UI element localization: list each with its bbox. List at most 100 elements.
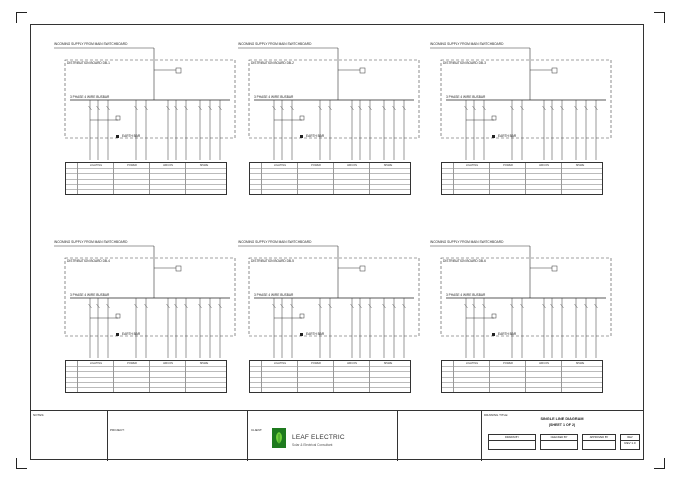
breaker-symbol	[198, 303, 202, 309]
table-row	[66, 174, 226, 180]
breaker-symbol	[368, 303, 372, 309]
feeder-header: SPARE	[383, 362, 393, 365]
breaker-symbol	[584, 303, 588, 309]
busbar-label: 3 PHASE 4 WIRE BUSBAR	[70, 293, 110, 297]
breaker-symbol	[280, 105, 284, 111]
board-name: DISTRIBUTION BOARD DB-5	[251, 259, 294, 263]
breaker-symbol	[198, 105, 202, 111]
breaker-symbol	[358, 303, 362, 309]
breaker-symbol	[166, 303, 170, 309]
company-subtitle: Solar & Electrical Consultant	[292, 443, 333, 447]
busbar-label: 3 PHASE 4 WIRE BUSBAR	[254, 95, 294, 99]
table-row	[250, 372, 410, 378]
feeder-header: LIGHTING	[89, 362, 103, 365]
breaker-symbol	[218, 303, 222, 309]
feeder-header: AIRCON	[538, 362, 550, 365]
table-row	[442, 361, 602, 367]
feeder-header: AIRCON	[162, 362, 174, 365]
meter-symbol	[175, 265, 182, 272]
breaker-symbol	[472, 303, 476, 309]
breaker-symbol	[218, 105, 222, 111]
breaker-symbol	[510, 105, 514, 111]
drawing-title: SINGLE LINE DIAGRAM	[540, 417, 584, 421]
feeder-header: POWER	[311, 362, 321, 365]
breaker-symbol	[382, 105, 386, 111]
breaker-symbol	[482, 105, 486, 111]
breaker-symbol	[318, 303, 322, 309]
incoming-label: INCOMING SUPPLY FROM MAIN SWITCHBOARD	[430, 42, 504, 46]
rev-label: REV	[621, 435, 639, 441]
table-row	[250, 163, 410, 169]
earth-terminal	[116, 135, 119, 138]
single-line-diagram	[238, 245, 420, 358]
table-row	[66, 184, 226, 191]
breaker-symbol	[328, 105, 332, 111]
earth-label: EARTH BAR	[498, 332, 517, 336]
breaker-symbol	[88, 105, 92, 111]
meter-symbol	[359, 67, 366, 74]
checked-by-label: CHECKED BY	[541, 435, 577, 441]
board-enclosure	[440, 59, 612, 139]
breaker-symbol	[382, 303, 386, 309]
breaker-symbol	[96, 303, 100, 309]
table-row	[250, 361, 410, 367]
feeder-header: SPARE	[199, 362, 209, 365]
rev-box: REV REV 1.0	[620, 434, 640, 450]
feeder-header: LIGHTING	[465, 362, 479, 365]
breaker-symbol	[96, 105, 100, 111]
earth-label: EARTH BAR	[498, 134, 517, 138]
feeder-header: SPARE	[575, 362, 585, 365]
earth-terminal	[300, 333, 303, 336]
breaker-symbol	[272, 303, 276, 309]
table-row	[66, 168, 226, 175]
notes-cell	[30, 411, 108, 461]
table-column	[442, 361, 454, 392]
breaker-symbol	[208, 105, 212, 111]
board-enclosure	[248, 257, 420, 337]
breaker-symbol	[392, 105, 396, 111]
feeder-header: POWER	[503, 362, 513, 365]
single-line-diagram	[54, 245, 236, 358]
board-enclosure	[440, 257, 612, 337]
board-name: DISTRIBUTION BOARD DB-1	[67, 61, 110, 65]
feeder-header: SPARE	[575, 164, 585, 167]
table-column	[114, 163, 150, 194]
feeder-header: POWER	[503, 164, 513, 167]
breaker-symbol	[134, 105, 138, 111]
earth-label: EARTH BAR	[122, 332, 141, 336]
notes-label: NOTES:	[33, 413, 45, 417]
meter-symbol	[359, 265, 366, 272]
breaker-symbol	[510, 303, 514, 309]
single-line-diagram	[54, 47, 236, 160]
single-line-diagram	[430, 47, 612, 160]
table-row	[250, 366, 410, 373]
table-row	[250, 184, 410, 191]
earth-terminal	[116, 333, 119, 336]
incoming-label: INCOMING SUPPLY FROM MAIN SWITCHBOARD	[238, 240, 312, 244]
incoming-label: INCOMING SUPPLY FROM MAIN SWITCHBOARD	[238, 42, 312, 46]
table-column	[150, 361, 186, 392]
table-column	[298, 163, 334, 194]
table-row	[66, 377, 226, 383]
breaker-symbol	[594, 303, 598, 309]
incoming-label: INCOMING SUPPLY FROM MAIN SWITCHBOARD	[54, 240, 128, 244]
feeder-header: LIGHTING	[273, 164, 287, 167]
table-row	[250, 377, 410, 383]
board-enclosure	[64, 59, 236, 139]
feeder-header: AIRCON	[538, 164, 550, 167]
title-block	[30, 410, 644, 461]
breaker-symbol	[184, 105, 188, 111]
breaker-symbol	[166, 105, 170, 111]
breaker-symbol	[290, 105, 294, 111]
table-column	[78, 163, 114, 194]
table-row	[250, 168, 410, 175]
incoming-label: INCOMING SUPPLY FROM MAIN SWITCHBOARD	[430, 240, 504, 244]
busbar-label: 3 PHASE 4 WIRE BUSBAR	[254, 293, 294, 297]
single-line-diagram	[430, 245, 612, 358]
breaker-symbol	[134, 303, 138, 309]
table-row	[442, 377, 602, 383]
breaker-symbol	[520, 105, 524, 111]
